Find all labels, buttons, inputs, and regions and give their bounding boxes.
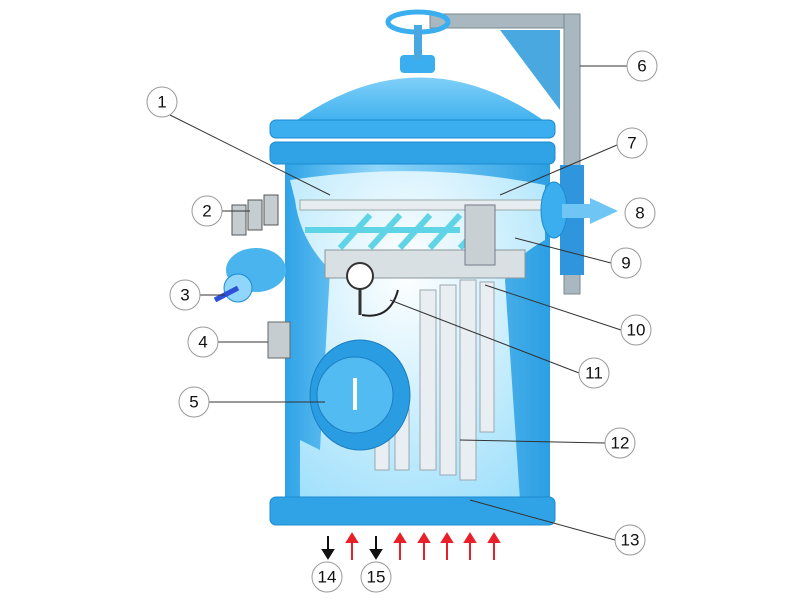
callout-7: 7 [616, 127, 648, 159]
callout-4: 4 [187, 326, 219, 358]
outlet-nozzle [540, 181, 618, 239]
pressure-gauge [346, 262, 399, 317]
callout-6: 6 [626, 50, 658, 82]
callout-9: 9 [610, 247, 642, 279]
svg-text:4: 4 [198, 333, 207, 352]
callout-1: 1 [146, 86, 178, 118]
svg-text:1: 1 [157, 93, 166, 112]
svg-text:6: 6 [637, 57, 646, 76]
svg-text:14: 14 [318, 568, 337, 587]
svg-text:9: 9 [621, 254, 630, 273]
callout-3: 3 [169, 279, 201, 311]
backwash-drive-pipe [429, 13, 584, 295]
bottom-flange [269, 496, 556, 526]
callout-15: 15 [360, 561, 392, 593]
outlet-flow-arrows [321, 536, 383, 560]
leader-lines [169, 65, 627, 541]
svg-text:13: 13 [621, 531, 640, 550]
vessel-body [285, 150, 550, 510]
inspection-manhole [309, 339, 411, 451]
svg-text:15: 15 [367, 568, 386, 587]
svg-text:3: 3 [180, 286, 189, 305]
inlet-flow-arrows [345, 532, 501, 560]
callout-12: 12 [604, 427, 636, 459]
vessel-cover [269, 9, 556, 165]
callout-10: 10 [620, 314, 652, 346]
callout-14: 14 [311, 561, 343, 593]
callout-13: 13 [614, 524, 646, 556]
svg-text:7: 7 [627, 134, 636, 153]
svg-text:2: 2 [202, 202, 211, 221]
inlet-nozzle [213, 248, 286, 303]
svg-text:8: 8 [635, 204, 644, 223]
svg-text:11: 11 [585, 364, 603, 383]
svg-text:10: 10 [627, 321, 646, 340]
svg-text:5: 5 [189, 393, 198, 412]
callout-2: 2 [191, 195, 223, 227]
callout-8: 8 [624, 197, 656, 229]
flushing-valves [231, 194, 279, 236]
control-box [267, 321, 291, 359]
callout-11: 11 [578, 357, 610, 389]
callout-5: 5 [178, 386, 210, 418]
svg-text:12: 12 [611, 434, 630, 453]
